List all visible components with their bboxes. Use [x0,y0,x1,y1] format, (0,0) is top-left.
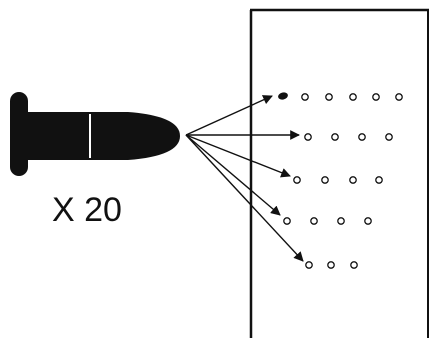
bullet-casing [24,112,96,160]
bullet-hole [305,261,313,269]
trajectory-arrow [185,134,291,178]
bullet-rim [10,92,28,176]
bullet-hole [395,93,403,101]
bullet-hole [331,133,339,141]
target-board [249,8,429,338]
bullet-icon [10,92,180,176]
bullet-hole [283,217,291,225]
bullet-hole [321,176,329,184]
shot-count-label: X 20 [52,191,122,229]
bullet-hole [375,176,383,184]
bullet-hole [350,261,358,269]
bullet-tip [88,112,180,160]
bullet-hole [358,133,366,141]
bullet-hole [385,133,393,141]
bullet-hole [304,133,312,141]
bullet-hole [327,261,335,269]
trajectory-arrows [185,95,304,262]
trajectory-arrow [185,134,281,216]
impact-marker [278,92,288,100]
bullet-hole [364,217,372,225]
bullet-hole [349,93,357,101]
bullet-hole [293,176,301,184]
hole-grid [283,93,403,269]
bullet-hole [310,217,318,225]
bullet-hole [301,93,309,101]
bullet-hole [349,176,357,184]
bullet-hole [325,93,333,101]
trajectory-arrow [185,134,304,262]
bullet-hole [372,93,380,101]
trajectory-arrow [185,95,273,136]
bullet-hole [337,217,345,225]
